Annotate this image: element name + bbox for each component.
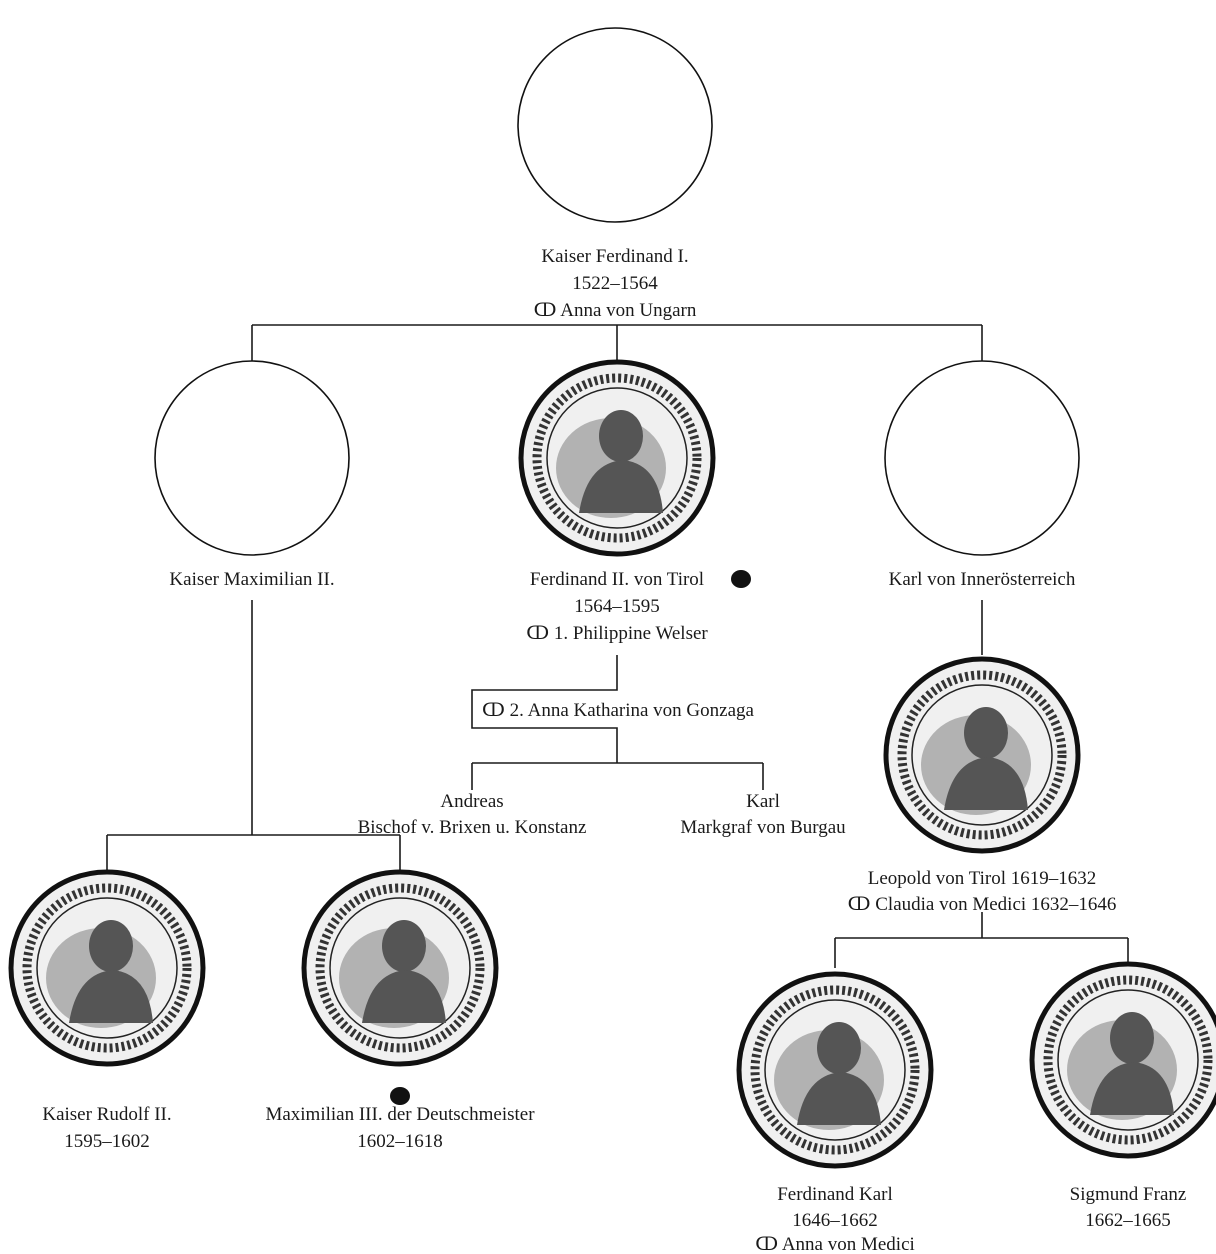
maximilian3-name: Maximilian III. der Deutschmeister xyxy=(265,1104,535,1125)
coin-maximilian3 xyxy=(304,872,496,1064)
maximilian3-dates: 1602–1618 xyxy=(357,1131,443,1152)
coin-sigmund-franz xyxy=(1032,964,1216,1156)
maximilian2-name: Kaiser Maximilian II. xyxy=(169,569,334,590)
ferdinand1-spouse: ↀ Anna von Ungarn xyxy=(534,300,697,321)
ferdinand2-spouse1: ↀ 1. Philippine Welser xyxy=(526,623,708,644)
ferdinand-karl-spouse: ↀ Anna von Medici xyxy=(755,1234,915,1254)
andreas-title: Bischof v. Brixen u. Konstanz xyxy=(358,817,587,838)
marker-dot-maximilian3 xyxy=(390,1087,410,1105)
ferdinand2-name: Ferdinand II. von Tirol xyxy=(530,569,704,590)
ferdinand2-dates: 1564–1595 xyxy=(574,596,660,617)
coin-rudolf2 xyxy=(11,872,203,1064)
leopold-name: Leopold von Tirol 1619–1632 xyxy=(868,868,1097,889)
marker-dot-ferdinand2 xyxy=(731,570,751,588)
ferdinand1-name: Kaiser Ferdinand I. xyxy=(541,246,688,267)
ferdinand1-dates: 1522–1564 xyxy=(572,273,658,294)
karl-burgau-name: Karl xyxy=(746,791,780,812)
coin-ferdinand2 xyxy=(521,362,713,554)
ferdinand-karl-name: Ferdinand Karl xyxy=(777,1184,893,1205)
karl-burgau-title: Markgraf von Burgau xyxy=(680,817,846,838)
sigmund-franz-name: Sigmund Franz xyxy=(1070,1184,1187,1205)
ferdinand2-spouse2: ↀ 2. Anna Katharina von Gonzaga xyxy=(482,700,755,721)
coin-ferdinand-karl xyxy=(739,974,931,1166)
rudolf2-dates: 1595–1602 xyxy=(64,1131,150,1152)
coin-leopold xyxy=(886,659,1078,851)
portrait-maximilian2-empty xyxy=(155,361,349,555)
leopold-spouse: ↀ Claudia von Medici 1632–1646 xyxy=(848,894,1117,915)
portrait-karl-inner-empty xyxy=(885,361,1079,555)
ferdinand-karl-dates: 1646–1662 xyxy=(792,1210,878,1231)
andreas-name: Andreas xyxy=(440,791,503,812)
sigmund-franz-dates: 1662–1665 xyxy=(1085,1210,1171,1231)
karl-inner-name: Karl von Innerösterreich xyxy=(889,569,1076,590)
portrait-ferdinand1-empty xyxy=(518,28,712,222)
rudolf2-name: Kaiser Rudolf II. xyxy=(42,1104,171,1125)
